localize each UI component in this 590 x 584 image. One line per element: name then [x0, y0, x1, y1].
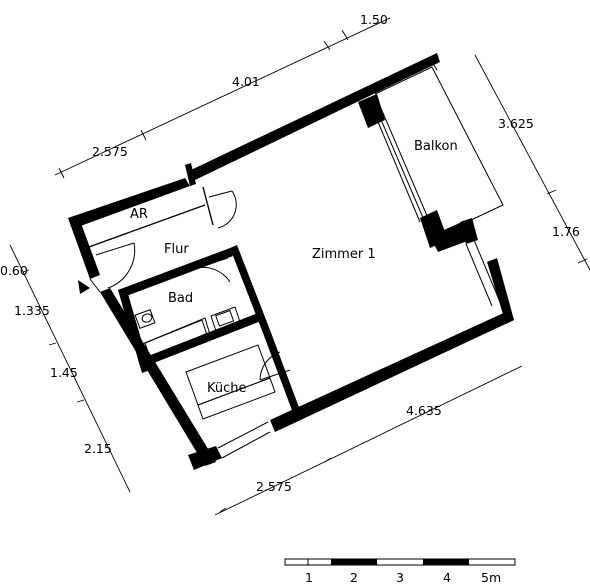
- room-label-zimmer: Zimmer 1: [312, 247, 376, 262]
- dim-label-left-4: 2.15: [84, 441, 112, 456]
- dim-label-left-3: 1.45: [50, 365, 78, 380]
- dimension-lines: [9, 17, 590, 516]
- dim-label-right-1: 3.625: [498, 116, 534, 131]
- windows: [89, 105, 501, 459]
- room-label-kueche: Küche: [207, 381, 247, 396]
- scale-label-4: 4: [443, 570, 451, 584]
- room-label-ar: AR: [130, 207, 148, 222]
- scale-label-2: 2: [350, 570, 358, 584]
- room-label-bad: Bad: [168, 291, 193, 306]
- dim-label-bottom-1: 4.635: [406, 403, 442, 418]
- dim-label-right-2: 1.76: [552, 224, 580, 239]
- outer-walls: [68, 53, 514, 470]
- dim-label-top-3: 2.575: [92, 144, 128, 159]
- scale-label-3: 3: [396, 570, 404, 584]
- balcony-outline: [374, 61, 504, 237]
- entrance-arrow-icon: [78, 280, 90, 294]
- scale-bar: 1 2 3 4 5m: [284, 558, 516, 584]
- fixtures: [134, 306, 276, 420]
- room-label-flur: Flur: [164, 242, 189, 257]
- dim-label-left-1: 0.60: [0, 263, 28, 278]
- scale-label-1: 1: [305, 570, 313, 584]
- room-label-balkon: Balkon: [414, 139, 458, 154]
- dim-label-top-1: 1.50: [360, 12, 388, 27]
- dim-label-top-2: 4.01: [232, 74, 260, 89]
- scale-label-5m: 5m: [481, 570, 501, 584]
- dim-label-left-2: 1.335: [14, 303, 50, 318]
- dim-label-bottom-2: 2.575: [256, 479, 292, 494]
- doors: [95, 190, 291, 381]
